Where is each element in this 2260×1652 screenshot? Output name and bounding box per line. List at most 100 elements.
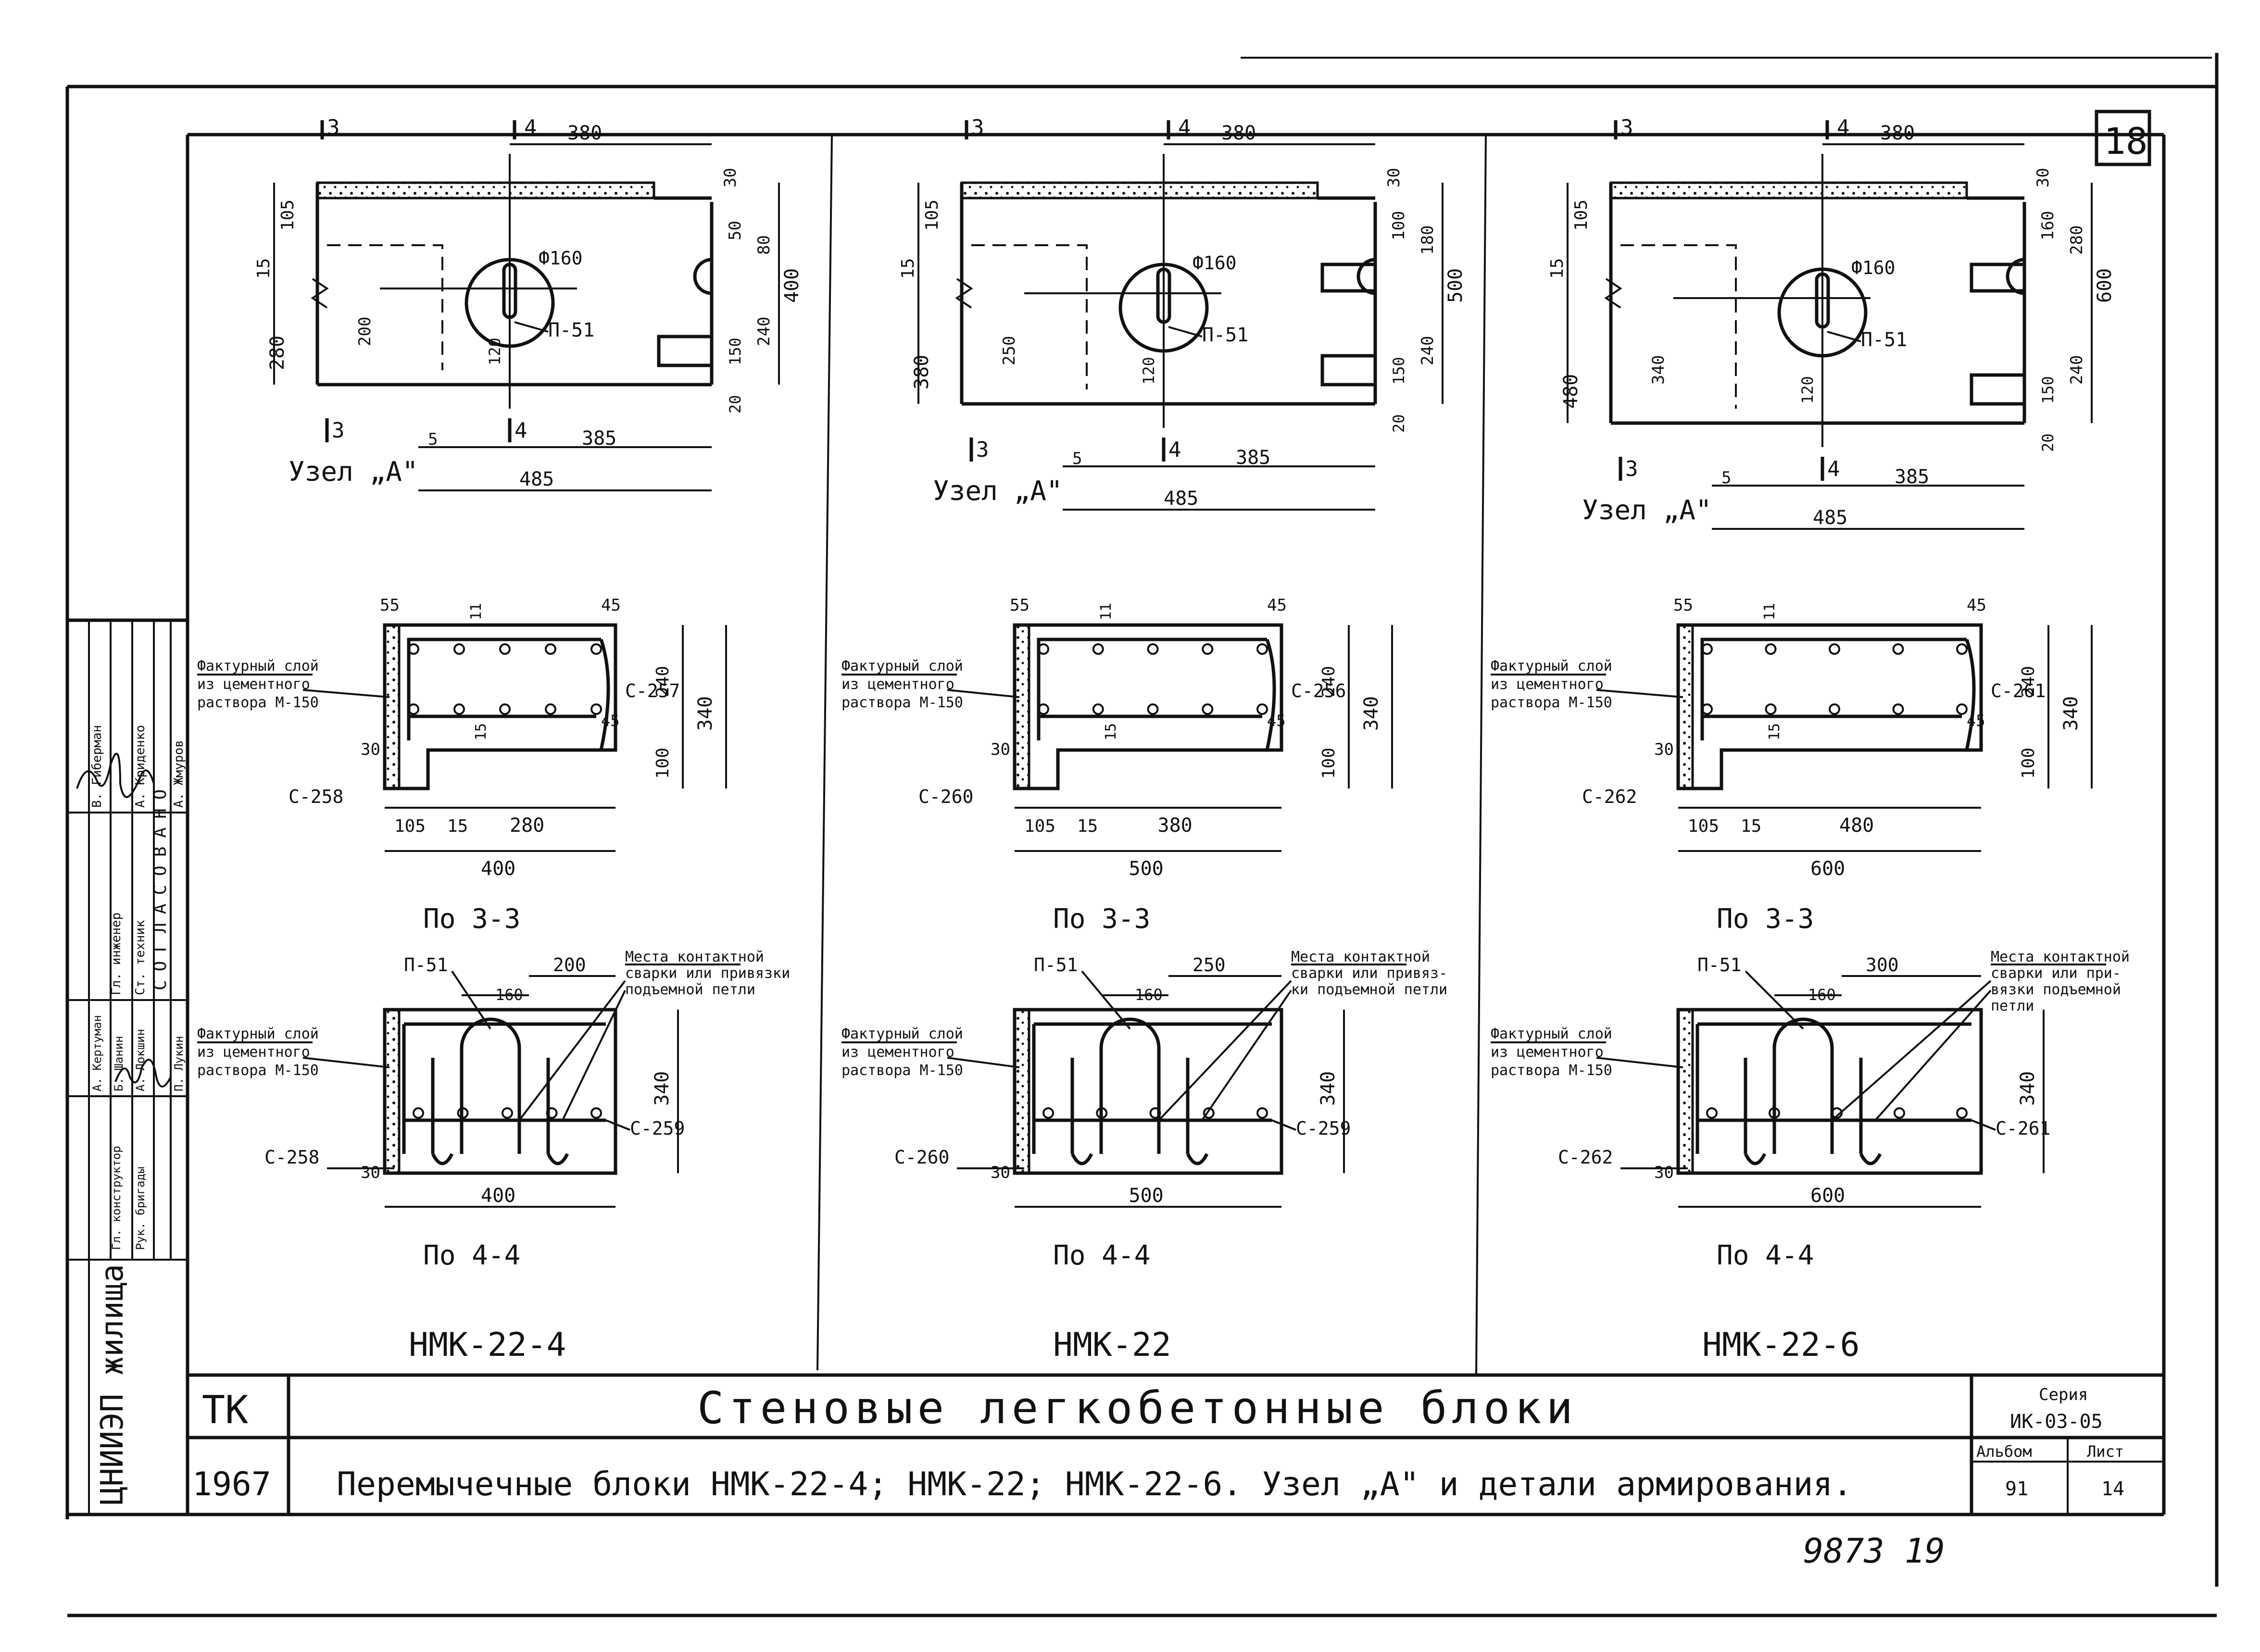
title-year: 1967	[192, 1465, 271, 1503]
dim-value: 240	[1319, 666, 1339, 697]
dim-value: 15	[1103, 723, 1119, 740]
hole-label: Ф160	[539, 248, 583, 269]
dim-value: 280	[2067, 225, 2086, 255]
dim-value: 5	[1072, 449, 1082, 468]
layer-label-line: из цементного	[197, 1044, 310, 1061]
rebar-dot	[1256, 643, 1268, 655]
places-label-line: петли	[1991, 998, 2034, 1014]
loop-label: П-51	[1697, 954, 1742, 976]
rebar-dot	[1147, 643, 1159, 655]
loop-hooks	[431, 1153, 569, 1165]
rebar-dot	[453, 643, 465, 655]
leader	[1201, 989, 1292, 1121]
dim-value: 45	[1967, 712, 1985, 730]
layer-label-line: Фактурный слой	[1491, 658, 1612, 675]
dim-value: 485	[1813, 507, 1847, 529]
leader	[1271, 1119, 1296, 1131]
dim-value: 105	[278, 200, 298, 231]
bar-label: С-261	[1991, 680, 2046, 701]
rebar-dot	[1092, 643, 1104, 655]
rebar-dot	[457, 1107, 469, 1119]
dim-value: 280	[510, 814, 544, 837]
node-caption: Узел „А"	[933, 476, 1063, 507]
dim-value: 30	[2034, 168, 2053, 188]
layer-label-line: Фактурный слой	[197, 1026, 319, 1042]
dim-value: 5	[1721, 468, 1731, 488]
slot-bottom	[657, 335, 714, 367]
dim-value: 500	[1129, 858, 1164, 880]
dim-value: 300	[1866, 954, 1899, 976]
loop-label: П-51	[404, 954, 448, 976]
title-code: ТК	[202, 1388, 248, 1432]
section-outline	[1013, 1008, 1283, 1175]
section-mark: 3	[971, 115, 984, 140]
name-2: А. Криденко	[133, 725, 148, 808]
dim-value: 120	[1140, 357, 1158, 385]
rebar-dot	[453, 703, 465, 715]
facing-layer	[383, 1008, 401, 1175]
bar-label: С-256	[1291, 680, 1346, 701]
dim-value: 30	[991, 1163, 1010, 1182]
dim-value: 120	[1798, 376, 1817, 404]
series-label: Серия	[2039, 1385, 2088, 1404]
bar-label: С-257	[625, 680, 680, 701]
stirrup-hook	[1965, 638, 1976, 751]
dim-value: 100	[653, 748, 673, 779]
section-caption: По 3-3	[1717, 903, 1814, 935]
dim-value: 120	[486, 338, 504, 365]
rebar-outline	[1620, 244, 1737, 409]
dim-value: 30	[361, 1163, 380, 1182]
role-1: Гл. инженер	[109, 913, 124, 995]
places-label-line: Места контактной	[1991, 949, 2130, 965]
rebar-dot	[1038, 643, 1049, 655]
facing-layer	[1013, 1008, 1030, 1175]
dim-value: 380	[1880, 122, 1915, 144]
dim-value: 200	[553, 954, 586, 976]
dim-value: 380	[567, 122, 602, 144]
rebar-dot	[1038, 703, 1049, 715]
loop-legs	[1070, 1058, 1190, 1154]
rebar-dot	[1701, 643, 1713, 655]
section-mark: 3	[327, 115, 340, 140]
layer-label-line: Фактурный слой	[841, 1026, 963, 1042]
dim-value: 30	[1654, 1163, 1674, 1182]
slot-top	[1320, 263, 1377, 293]
dim-value: 105	[922, 200, 942, 231]
dim-value: 400	[781, 268, 803, 303]
role-3: Гл. конструктор	[110, 1146, 123, 1250]
rebar-dot	[1042, 1107, 1054, 1119]
loop-hooks	[1744, 1153, 1882, 1165]
dim-value: 15	[1741, 816, 1761, 836]
node-caption: Узел „А"	[289, 456, 418, 488]
rebar-dot	[1765, 703, 1777, 715]
slot-bottom	[1320, 354, 1377, 387]
rebar-dot	[1092, 703, 1104, 715]
album-label: Альбом	[1976, 1442, 2032, 1461]
hole-label: Ф160	[1193, 252, 1237, 274]
leader	[1081, 970, 1131, 1030]
dim-value: 105	[1024, 816, 1055, 836]
places-label-line: ки подъемной петли	[1291, 981, 1447, 998]
loop-label: П-51	[548, 319, 594, 341]
dim-value: 340	[1317, 1071, 1339, 1106]
layer-label-line: раствора М-150	[841, 694, 963, 711]
rebar-dot	[408, 643, 419, 655]
layer-label-line: из цементного	[1491, 1044, 1604, 1061]
rebar-dot	[1256, 703, 1268, 715]
dim-value: 15	[473, 723, 490, 740]
bar-label: С-262	[1558, 1147, 1613, 1168]
surface-layer	[960, 181, 1319, 200]
sheet-number-box: 18	[2095, 110, 2151, 166]
name-1: В. Гиберман	[90, 725, 104, 808]
layer-label-line: раствора М-150	[1491, 694, 1612, 711]
dim-value: 11	[1761, 603, 1778, 620]
sheet-value: 14	[2101, 1478, 2124, 1500]
org-name: ЦНИИЭП жилища	[95, 1264, 130, 1505]
dim-value: 30	[991, 740, 1010, 759]
dim-value: 340	[2060, 696, 2082, 731]
section-caption: По 3-3	[423, 903, 520, 935]
panel-mark: НМК-22-4	[409, 1326, 566, 1364]
